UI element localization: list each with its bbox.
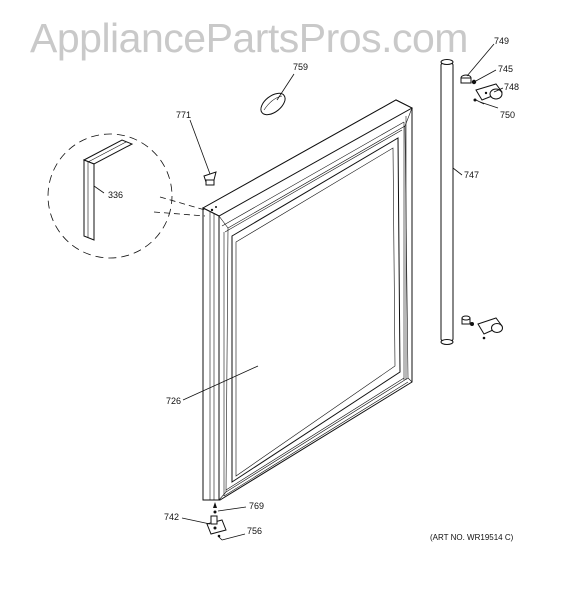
callout-759: 759 bbox=[293, 62, 308, 72]
callout-336: 336 bbox=[108, 190, 123, 200]
art-number: (ART NO. WR19514 C) bbox=[430, 533, 514, 542]
gasket-detail-336 bbox=[47, 133, 206, 259]
stop-771 bbox=[203, 171, 217, 186]
callout-756: 756 bbox=[247, 526, 262, 536]
callout-769: 769 bbox=[249, 501, 264, 511]
leader-lines bbox=[93, 43, 504, 541]
callout-745: 745 bbox=[498, 64, 513, 74]
door-frame-726 bbox=[201, 99, 414, 501]
callout-771: 771 bbox=[176, 110, 191, 120]
bottom-pivot-742 bbox=[206, 502, 227, 541]
callout-747: 747 bbox=[464, 170, 479, 180]
callout-748: 748 bbox=[504, 82, 519, 92]
top-hinge-hardware bbox=[460, 74, 503, 105]
cap-759 bbox=[260, 92, 286, 116]
bottom-hinge-hardware bbox=[461, 315, 503, 340]
hinge-rod-747 bbox=[440, 59, 454, 345]
callout-749: 749 bbox=[494, 36, 509, 46]
callout-726: 726 bbox=[166, 396, 181, 406]
callout-750: 750 bbox=[500, 110, 515, 120]
watermark-logo: AppliancePartsPros.com bbox=[30, 15, 468, 61]
callout-742: 742 bbox=[164, 512, 179, 522]
